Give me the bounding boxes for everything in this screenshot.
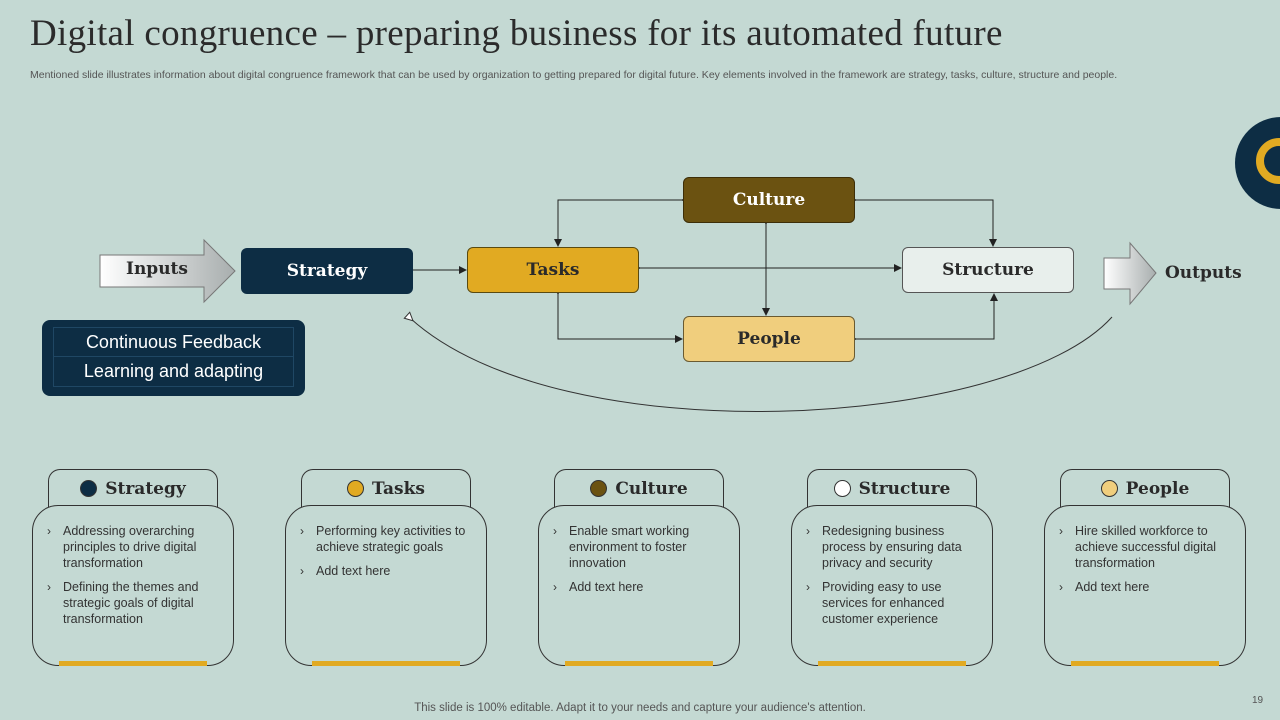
card-bullet: › Add text here [300, 563, 476, 579]
bullet-text: Performing key activities to achieve str… [316, 524, 466, 554]
card-title: Strategy [105, 478, 186, 499]
card-accent-bar [565, 661, 713, 666]
card-title: Culture [615, 478, 688, 499]
card-body-structure: › Redesigning business process by ensurin… [791, 505, 993, 666]
strategy-dot-icon [80, 480, 98, 497]
inputs-arrow-shape [99, 238, 236, 304]
inputs-label: Inputs [126, 259, 188, 279]
page-number: 19 [1252, 695, 1264, 706]
card-accent-bar [818, 661, 966, 666]
feedback-box: Continuous Feedback Learning and adaptin… [42, 320, 305, 396]
outputs-label: Outputs [1165, 263, 1242, 283]
bullet-text: Addressing overarching principles to dri… [63, 524, 197, 570]
chevron-right-icon: › [47, 524, 51, 538]
chevron-right-icon: › [47, 580, 51, 594]
card-title: People [1125, 478, 1190, 499]
chevron-right-icon: › [806, 524, 810, 538]
feedback-loop-curve [410, 317, 1113, 412]
culture-structure-connector [849, 196, 997, 247]
card-tab-tasks: Tasks [301, 469, 471, 507]
bullet-text: Defining the themes and strategic goals … [63, 580, 199, 626]
bullet-text: Add text here [1075, 580, 1150, 594]
card-body-people: › Hire skilled workforce to achieve succe… [1044, 505, 1246, 666]
culture-dot-icon [590, 480, 608, 497]
card-accent-bar [312, 661, 460, 666]
bullet-text: Add text here [316, 564, 391, 578]
card-bullet: › Defining the themes and strategic goals… [47, 579, 223, 627]
card-title: Tasks [372, 478, 425, 499]
node-structure: Structure [902, 247, 1074, 293]
feedback-row-learning: Learning and adapting [53, 357, 294, 387]
card-bullet: › Performing key activities to achieve st… [300, 523, 476, 555]
card-title: Structure [858, 478, 951, 499]
culture-tasks-connector [554, 196, 689, 247]
structure-dot-icon [833, 480, 851, 497]
chevron-right-icon: › [300, 524, 304, 538]
tasks-dot-icon [347, 480, 365, 497]
card-tab-structure: Structure [807, 469, 977, 507]
bullet-text: Add text here [569, 580, 644, 594]
node-culture: Culture [683, 177, 855, 223]
card-bullet: › Hire skilled workforce to achieve succe… [1059, 523, 1235, 571]
card-bullet: › Redesigning business process by ensurin… [806, 523, 982, 571]
bullet-text: Redesigning business process by ensuring… [822, 524, 962, 570]
card-bullet: › Add text here [1059, 579, 1235, 595]
chevron-right-icon: › [1059, 524, 1063, 538]
card-tab-strategy: Strategy [48, 469, 218, 507]
card-body-tasks: › Performing key activities to achieve st… [285, 505, 487, 666]
bullet-text: Hire skilled workforce to achieve succes… [1075, 524, 1217, 570]
card-bullet: › Add text here [553, 579, 729, 595]
card-tab-culture: Culture [554, 469, 724, 507]
slide-footer: This slide is 100% editable. Adapt it to… [414, 702, 866, 714]
outputs-arrow-shape [1103, 241, 1157, 306]
slide-subtitle: Mentioned slide illustrates information … [30, 69, 1118, 81]
slide-title: Digital congruence – preparing business … [30, 13, 1003, 54]
chevron-right-icon: › [553, 524, 557, 538]
card-bullet: › Addressing overarching principles to dr… [47, 523, 223, 571]
card-body-culture: › Enable smart working environment to fos… [538, 505, 740, 666]
feedback-row-continuous: Continuous Feedback [53, 327, 294, 357]
people-dot-icon [1100, 480, 1118, 497]
card-accent-bar [1071, 661, 1219, 666]
chevron-right-icon: › [300, 564, 304, 578]
card-accent-bar [59, 661, 207, 666]
card-bullet: › Providing easy to use services for enha… [806, 579, 982, 627]
node-tasks: Tasks [467, 247, 639, 293]
chevron-right-icon: › [806, 580, 810, 594]
card-tab-people: People [1060, 469, 1230, 507]
chevron-right-icon: › [553, 580, 557, 594]
node-strategy: Strategy [241, 248, 413, 294]
node-people: People [683, 316, 855, 362]
card-bullet: › Enable smart working environment to fos… [553, 523, 729, 571]
card-body-strategy: › Addressing overarching principles to dr… [32, 505, 234, 666]
bullet-text: Enable smart working environment to fost… [569, 524, 690, 570]
people-structure-connector [849, 293, 998, 343]
bullet-text: Providing easy to use services for enhan… [822, 580, 945, 626]
chevron-right-icon: › [1059, 580, 1063, 594]
tasks-people-connector [554, 287, 683, 343]
